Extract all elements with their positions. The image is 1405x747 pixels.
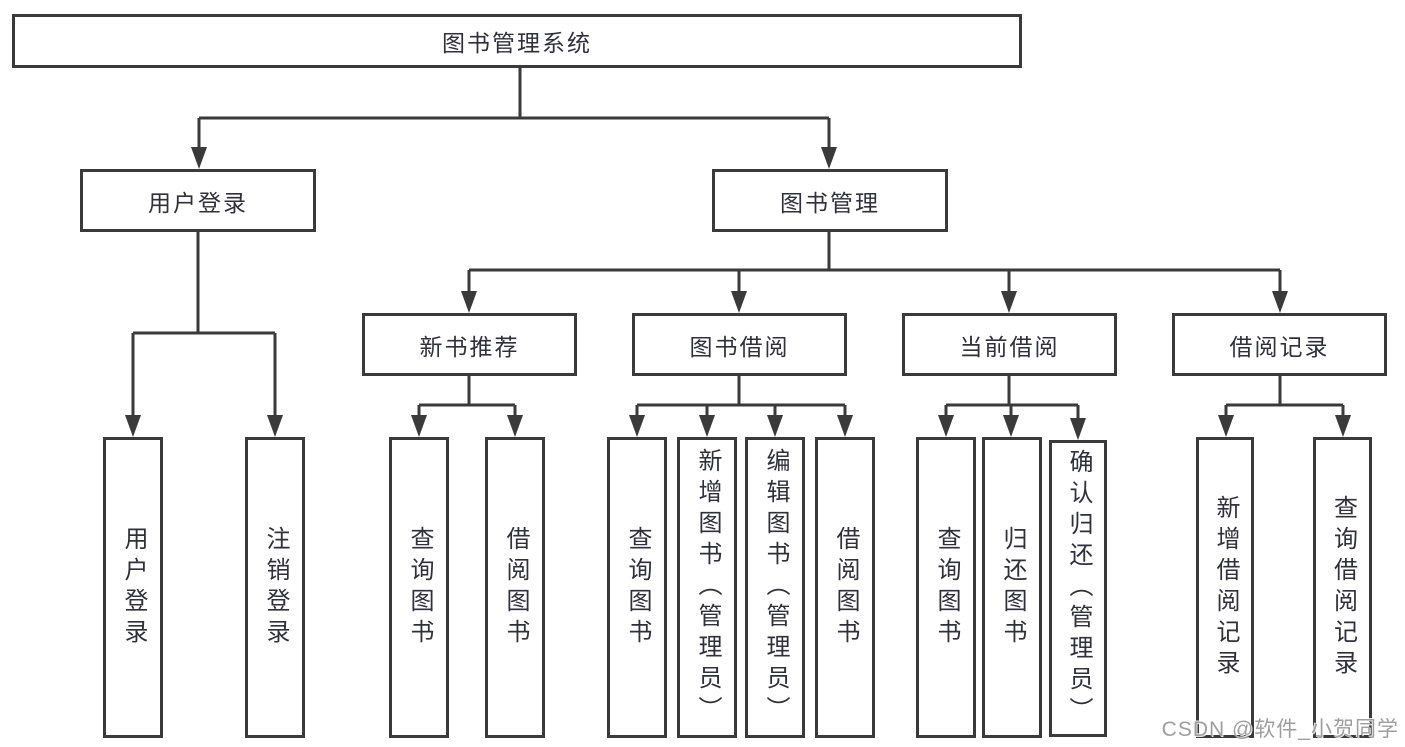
leaf-nbr-borrow-label: 借阅图书: [502, 525, 529, 650]
edges-book-mgmt-to-level3: [461, 232, 1288, 313]
leaf-bb-add-label: 新增图书（管理员）: [694, 448, 721, 727]
arrowhead: [461, 291, 477, 313]
node-user-login: 用户登录: [80, 169, 316, 232]
node-book-mgmt: 图书管理: [712, 169, 948, 232]
leaf-logout-label: 注销登录: [262, 525, 289, 650]
node-new-book-rec-label: 新书推荐: [419, 333, 520, 360]
node-new-book-rec: 新书推荐: [362, 313, 577, 376]
node-root: 图书管理系统: [12, 14, 1022, 68]
leaf-bb-query: 查询图书: [607, 437, 667, 738]
leaf-br-add: 新增借阅记录: [1196, 437, 1254, 738]
leaf-cb-return: 归还图书: [982, 437, 1042, 738]
arrowhead: [1218, 415, 1234, 437]
arrowhead: [821, 147, 837, 169]
arrowhead: [629, 415, 645, 437]
node-current-borrow-label: 当前借阅: [959, 333, 1060, 360]
arrowhead: [267, 415, 283, 437]
node-book-mgmt-label: 图书管理: [780, 189, 880, 216]
arrowhead: [125, 415, 141, 437]
leaf-bb-add: 新增图书（管理员）: [677, 437, 737, 738]
arrowhead: [1335, 415, 1351, 437]
leaf-user-login-label: 用户登录: [120, 525, 147, 650]
edges-current-borrow-to-leaves: [938, 376, 1086, 440]
node-book-borrow: 图书借阅: [632, 313, 847, 376]
node-borrow-records: 借阅记录: [1172, 313, 1387, 376]
arrowhead: [191, 147, 207, 169]
leaf-nbr-query: 查询图书: [389, 437, 449, 738]
arrowhead: [411, 415, 427, 437]
leaf-cb-return-label: 归还图书: [999, 525, 1026, 650]
leaf-br-add-label: 新增借阅记录: [1212, 494, 1239, 681]
node-user-login-label: 用户登录: [148, 189, 248, 216]
node-current-borrow: 当前借阅: [902, 313, 1117, 376]
leaf-bb-query-label: 查询图书: [624, 525, 651, 650]
leaf-bb-borrow: 借阅图书: [815, 437, 875, 738]
arrowhead: [938, 415, 954, 437]
arrowhead: [1272, 291, 1288, 313]
node-root-label: 图书管理系统: [442, 30, 592, 56]
leaf-br-query-label: 查询借阅记录: [1329, 494, 1357, 681]
edges-root-to-level2: [191, 68, 837, 169]
arrowhead: [767, 415, 783, 437]
leaf-cb-confirm: 确认归还（管理员）: [1049, 440, 1107, 737]
leaf-cb-confirm-label: 确认归还（管理员）: [1065, 449, 1092, 728]
node-borrow-records-label: 借阅记录: [1229, 333, 1330, 360]
leaf-nbr-query-label: 查询图书: [406, 525, 433, 650]
arrowhead: [507, 415, 523, 437]
arrowhead: [1001, 291, 1017, 313]
leaf-logout: 注销登录: [245, 437, 305, 738]
leaf-bb-borrow-label: 借阅图书: [832, 525, 859, 650]
arrowhead: [699, 415, 715, 437]
arrowhead: [1003, 415, 1019, 437]
leaf-cb-query: 查询图书: [916, 437, 976, 738]
arrowhead: [837, 415, 853, 437]
arrowhead: [731, 291, 747, 313]
csdn-watermark: CSDN @软件_小贺同学: [1161, 718, 1399, 741]
leaf-nbr-borrow: 借阅图书: [485, 437, 545, 738]
edges-new-book-rec-to-leaves: [411, 376, 523, 437]
edges-borrow-records-to-leaves: [1218, 376, 1351, 437]
leaf-bb-edit: 编辑图书（管理员）: [745, 437, 805, 738]
arrowhead: [1070, 418, 1086, 440]
edges-book-borrow-to-leaves: [629, 376, 853, 437]
leaf-cb-query-label: 查询图书: [933, 525, 960, 650]
leaf-br-query: 查询借阅记录: [1313, 437, 1372, 738]
leaf-user-login: 用户登录: [103, 437, 163, 738]
edges-user-login-to-leaves: [125, 232, 283, 437]
leaf-bb-edit-label: 编辑图书（管理员）: [762, 448, 789, 727]
node-book-borrow-label: 图书借阅: [689, 333, 790, 360]
